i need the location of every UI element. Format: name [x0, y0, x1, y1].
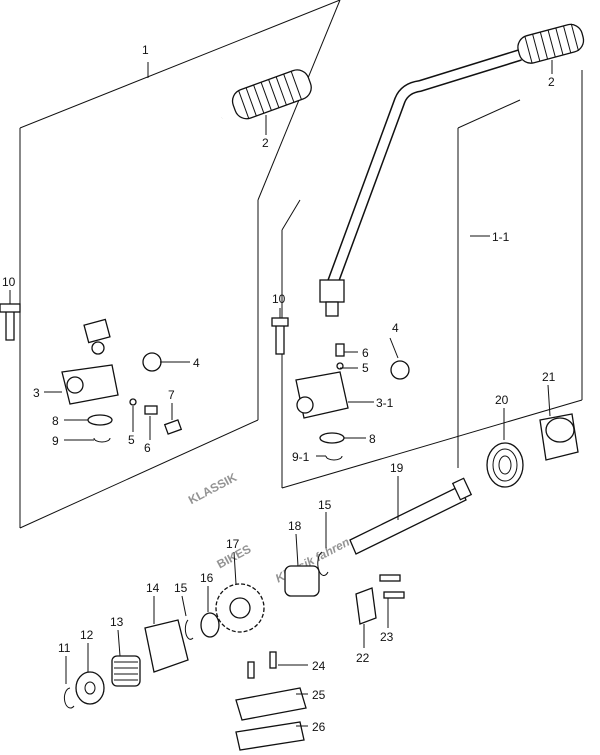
bolt-24b — [269, 651, 277, 669]
callout-4-left: 4 — [193, 356, 200, 370]
washer-16 — [200, 612, 220, 638]
callout-25: 25 — [312, 688, 326, 702]
plate-26 — [235, 721, 305, 751]
washer-8-right — [319, 432, 345, 444]
spring-13 — [111, 655, 141, 687]
kick-lever-left — [83, 114, 224, 355]
callout-7: 7 — [168, 388, 175, 402]
callout-15-right: 15 — [318, 498, 332, 512]
callout-8-left: 8 — [52, 414, 59, 428]
ratchet-14 — [144, 619, 189, 673]
callout-23: 23 — [380, 630, 394, 644]
callout-1-1: 1-1 — [492, 230, 510, 244]
callout-9: 9 — [52, 434, 59, 448]
callout-5-right: 5 — [362, 361, 369, 375]
callout-11: 11 — [58, 641, 71, 655]
collar-18 — [284, 565, 320, 597]
callout-6-right: 6 — [362, 346, 369, 360]
frame-right-assembly — [281, 70, 583, 489]
callout-14: 14 — [146, 581, 160, 595]
plate-25 — [235, 687, 307, 721]
spring-6-right — [335, 343, 345, 357]
callout-26: 26 — [312, 720, 326, 734]
kick-rubber-right — [517, 23, 585, 64]
return-spring-20 — [486, 442, 524, 488]
callout-10-right: 10 — [272, 292, 286, 306]
circlip-15-right — [317, 551, 329, 576]
callout-24: 24 — [312, 659, 326, 673]
callouts: 1 2 2 1-1 10 10 3 3-1 4 4 5 5 6 6 7 8 8 … — [2, 43, 556, 734]
callout-6-left: 6 — [144, 441, 151, 455]
shaft-and-gears — [63, 413, 579, 751]
frame-left-assembly — [19, 0, 341, 529]
left-small-parts — [0, 303, 183, 443]
clip-9-1 — [325, 455, 343, 461]
circlip-11 — [63, 687, 75, 709]
callout-20: 20 — [495, 393, 509, 407]
callout-9-1: 9-1 — [292, 450, 310, 464]
bolt-10-left-head — [0, 303, 21, 313]
watermark-line1: KLASSIK — [186, 470, 239, 507]
callout-5-left: 5 — [128, 433, 135, 447]
callout-17: 17 — [226, 537, 240, 551]
plate-22 — [355, 587, 377, 625]
callout-12: 12 — [80, 628, 94, 642]
washer-8-left — [87, 414, 113, 426]
callout-2-right: 2 — [548, 75, 555, 89]
kick-arm-3 — [61, 364, 119, 405]
spring-6-left — [144, 405, 158, 415]
clip-9 — [93, 437, 111, 443]
leader-lines — [9, 60, 553, 727]
callout-18: 18 — [288, 519, 302, 533]
callout-8-right: 8 — [369, 432, 376, 446]
callout-1: 1 — [142, 43, 149, 57]
kick-gear-17 — [215, 583, 265, 633]
callout-3: 3 — [33, 386, 40, 400]
spring-guide-21 — [539, 413, 579, 461]
callout-16: 16 — [200, 571, 214, 585]
spring-7 — [163, 419, 183, 435]
bolt-10-left — [5, 309, 15, 341]
callout-3-1: 3-1 — [376, 396, 394, 410]
callout-4-right: 4 — [392, 321, 399, 335]
kick-rubber-left — [231, 69, 312, 120]
cap-4-right — [390, 360, 410, 380]
ball-5-left — [129, 398, 137, 406]
right-small-parts — [271, 317, 410, 461]
bolt-10-right — [275, 323, 285, 355]
kick-shaft-19 — [349, 485, 467, 555]
bolt-24a — [247, 661, 255, 679]
callout-2-left: 2 — [262, 136, 269, 150]
bolt-23b — [383, 591, 405, 599]
callout-21: 21 — [542, 370, 556, 384]
callout-19: 19 — [390, 461, 404, 475]
callout-13: 13 — [110, 615, 124, 629]
callout-22: 22 — [356, 651, 370, 665]
frame-right-top — [457, 99, 521, 129]
cap-4-left — [142, 352, 162, 372]
kick-lever-right — [319, 49, 522, 317]
washer-12 — [75, 671, 105, 705]
callout-10-left: 10 — [2, 275, 16, 289]
bolt-23a — [379, 574, 401, 582]
circlip-15-left — [184, 619, 194, 640]
callout-15-left: 15 — [174, 581, 188, 595]
frame-lines — [19, 0, 583, 529]
